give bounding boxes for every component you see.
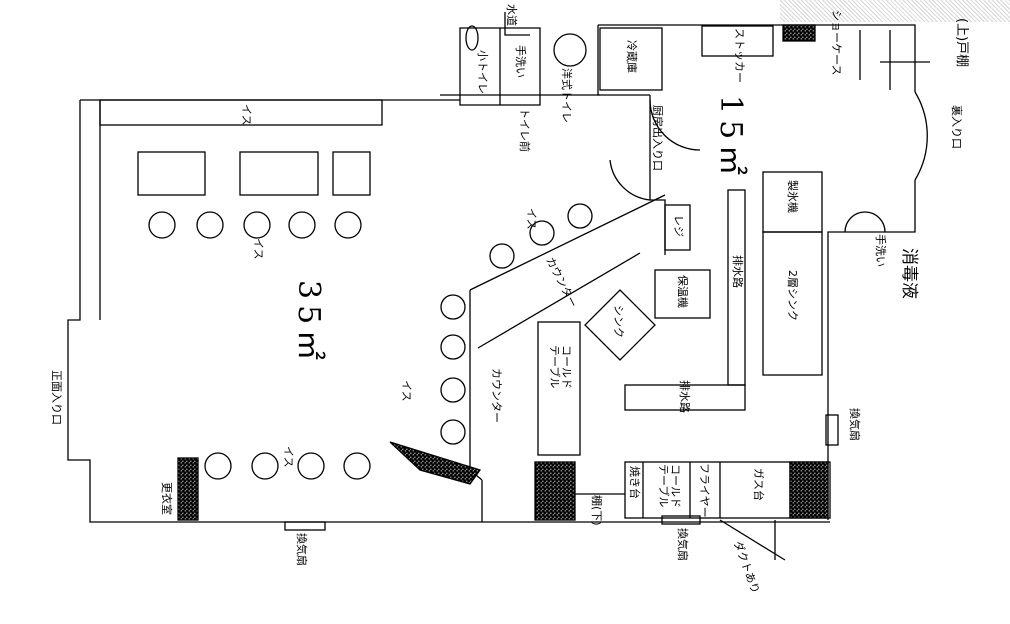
label-chair-4: イス: [282, 446, 295, 468]
sink: [584, 289, 656, 361]
drain-h: [624, 384, 746, 411]
label-front-entrance: 正面入り口: [50, 370, 63, 425]
label-stocker: ストッカー: [733, 28, 746, 83]
label-warmer: 保温機: [676, 275, 689, 308]
kitchen-walls: [597, 24, 916, 520]
vent-3: [825, 414, 839, 446]
door-arcs: [609, 91, 928, 233]
scan-noise: [780, 0, 1010, 22]
vent-2: [661, 515, 701, 525]
locker: [177, 457, 199, 521]
label-register: レジ: [672, 215, 685, 237]
label-vent-2: 換気扇: [676, 528, 689, 561]
label-double-sink: 2層シンク: [786, 270, 799, 321]
label-small-toilet: 小トイレ: [476, 50, 489, 94]
label-vent-1: 換気扇: [295, 533, 308, 566]
refrigerator: [599, 27, 663, 91]
tables: [137, 151, 371, 196]
label-handwash-toilet: 手洗い: [514, 45, 527, 78]
label-western-toilet: 洋式トイレ: [560, 68, 573, 123]
register: [664, 204, 691, 251]
label-refrigerator: 冷蔵庫: [625, 40, 638, 73]
label-fryer: フライヤー: [698, 463, 711, 518]
label-toilet-front: トイレ前: [518, 108, 531, 152]
label-vent-3: 換気扇: [848, 408, 861, 441]
label-upper-cabinet: (上)戸棚: [954, 18, 969, 68]
label-drain-h: 排水路: [678, 380, 691, 413]
label-ice-machine: 製氷機: [786, 180, 799, 213]
label-chair-2: イス: [252, 238, 265, 260]
label-handwash-kitchen: 手洗い: [874, 234, 887, 267]
label-locker: 更衣室: [160, 482, 173, 515]
label-bench: イス: [240, 104, 253, 126]
cooking-line: [624, 461, 831, 519]
label-chair-1: イス: [525, 208, 538, 230]
label-gas-stove: ガス台: [752, 468, 765, 501]
label-disinfectant: 消毒液: [899, 248, 919, 299]
cold-table: [537, 321, 581, 456]
label-sink: シンク: [612, 305, 625, 338]
area-main: 35㎡: [291, 280, 326, 367]
label-showcase: ショーケース: [830, 10, 843, 76]
bench: [99, 99, 383, 126]
stocker: [701, 25, 774, 57]
label-shelf: 棚(下): [590, 495, 603, 526]
counter: [469, 194, 666, 522]
double-sink: [762, 231, 823, 376]
hatched-counter-end: [389, 441, 482, 485]
label-kitchen-door: 厨房出入り口: [651, 105, 664, 171]
label-back-entrance: 裏入り口: [950, 105, 963, 149]
label-cold-table: コールドテーブル: [548, 345, 573, 389]
toilet-walls: [440, 12, 600, 106]
chairs: [148, 203, 593, 480]
label-counter: カウンター: [490, 368, 503, 423]
showcase-lines: [859, 30, 930, 90]
label-cold-table-2: コールドテーブル: [657, 464, 682, 508]
warmer: [654, 269, 711, 319]
label-chair-3: イス: [400, 380, 413, 402]
area-kitchen: 15㎡: [713, 95, 748, 182]
label-suido: 水道: [505, 4, 518, 26]
duct-arrow: [719, 519, 786, 561]
label-drain-v: 排水路: [731, 255, 744, 288]
vent-1: [284, 521, 326, 531]
label-grill: 焼き台: [628, 466, 641, 499]
